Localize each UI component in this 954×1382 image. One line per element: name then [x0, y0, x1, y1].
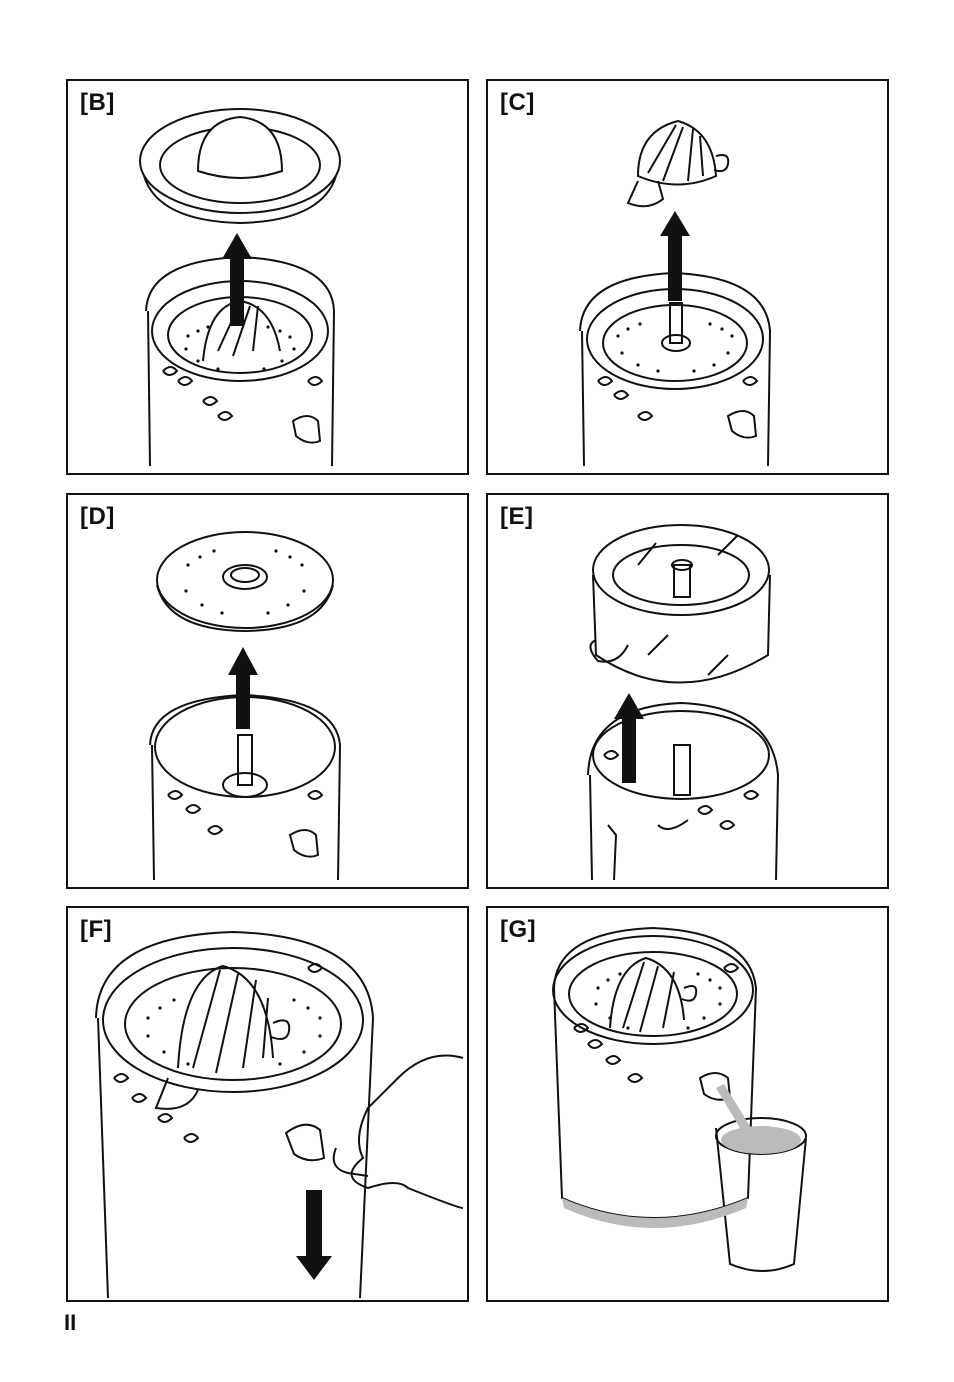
illustration-remove-cone: [488, 81, 889, 475]
illustration-remove-juice-container: [488, 495, 889, 889]
panel-g: [G]: [486, 906, 889, 1302]
panel-d: [D]: [66, 493, 469, 889]
illustration-remove-lid: [68, 81, 469, 475]
panel-f: [F]: [66, 906, 469, 1302]
illustration-open-spout: [68, 908, 469, 1302]
panel-b: [B]: [66, 79, 469, 475]
panel-e: [E]: [486, 493, 889, 889]
illustration-remove-filter: [68, 495, 469, 889]
panel-c: [C]: [486, 79, 889, 475]
illustration-pour-juice: [488, 908, 889, 1302]
page-number: II: [64, 1310, 76, 1336]
